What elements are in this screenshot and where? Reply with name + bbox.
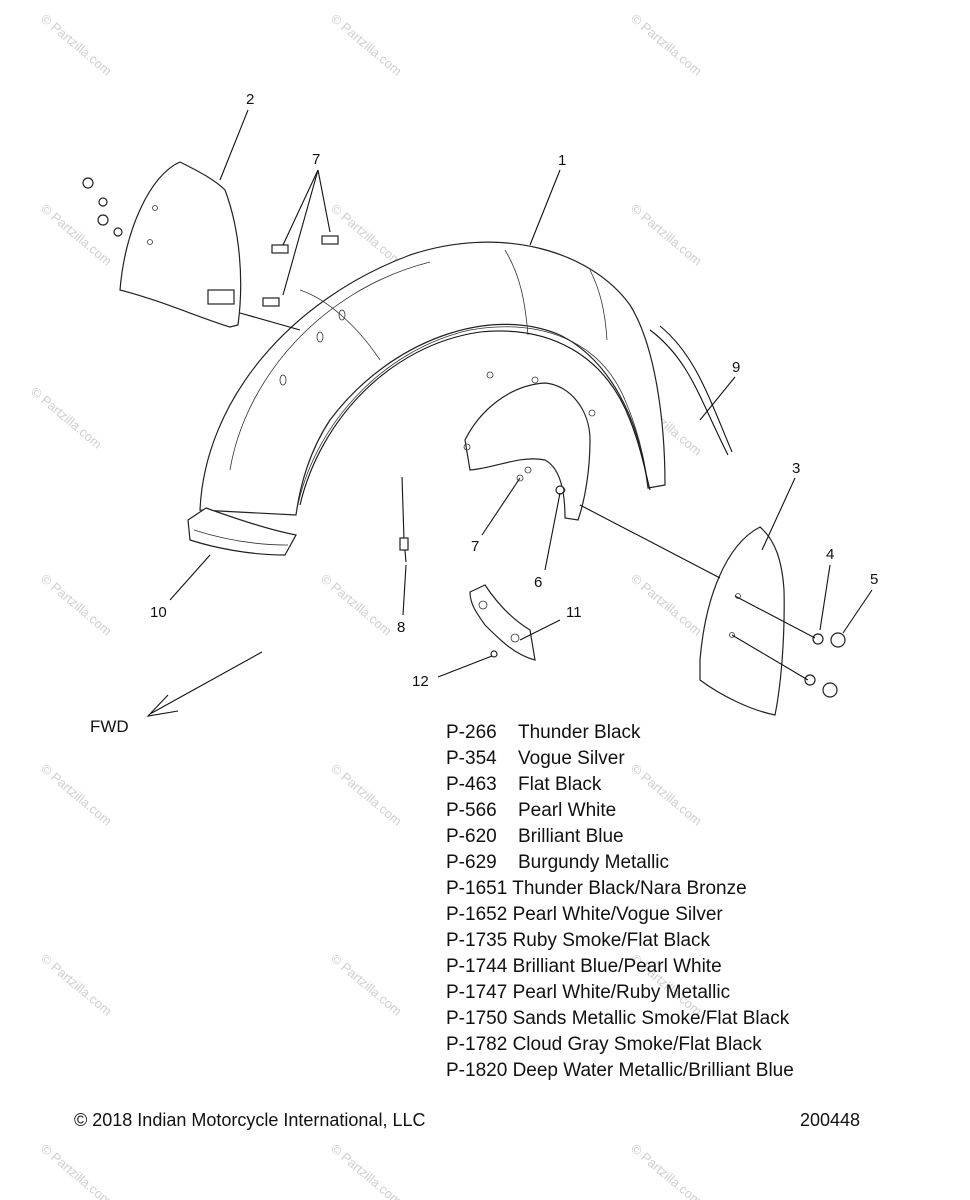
watermark: © Partzilla.com	[28, 384, 105, 452]
legend-row: P-620 Brilliant Blue	[446, 824, 886, 850]
callouts: 1 2 3 4 5 6 7 7 8 9 10 11 12	[150, 91, 878, 690]
fasteners	[82, 177, 846, 698]
cover-part-3	[699, 526, 785, 716]
callout-7-bottom: 7	[471, 538, 479, 555]
watermark: © Partzilla.com	[38, 1141, 115, 1200]
drawing-number: 200448	[800, 1110, 861, 1130]
legend-color-name: Pearl White/Vogue Silver	[512, 904, 723, 925]
callout-5: 5	[870, 571, 878, 588]
legend-code: P-1651	[446, 878, 508, 899]
legend-code: P-629	[446, 852, 497, 873]
wire-connector	[399, 537, 409, 551]
legend-row: P-1652 Pearl White/Vogue Silver	[446, 902, 886, 928]
legend-color-name: Flat Black	[518, 774, 602, 795]
watermark: © Partzilla.com	[328, 201, 405, 269]
legend-row: P-1735 Ruby Smoke/Flat Black	[446, 928, 886, 954]
legend-code: P-1782	[446, 1034, 508, 1055]
legend-color-name: Thunder Black	[518, 722, 641, 743]
legend-code: P-620	[446, 826, 497, 847]
legend-row: P-1744 Brilliant Blue/Pearl White	[446, 954, 886, 980]
callout-7-top: 7	[312, 151, 320, 168]
legend-color-name: Brilliant Blue	[518, 826, 624, 847]
legend-row: P-266 Thunder Black	[446, 720, 886, 746]
callout-1: 1	[558, 152, 566, 169]
callout-4: 4	[826, 546, 834, 563]
callout-10: 10	[150, 604, 167, 621]
legend-color-name: Thunder Black/Nara Bronze	[512, 878, 747, 899]
legend-color-name: Ruby Smoke/Flat Black	[512, 930, 711, 951]
legend-color-name: Cloud Gray Smoke/Flat Black	[512, 1034, 762, 1055]
legend-code: P-1735	[446, 930, 508, 951]
callout-8: 8	[397, 619, 405, 636]
watermark: © Partzilla.com	[38, 951, 115, 1019]
watermark: © Partzilla.com	[328, 761, 405, 829]
trim-strip-part-9	[649, 329, 729, 456]
legend-code: P-1750	[446, 1008, 508, 1029]
legend-row: P-1747 Pearl White/Ruby Metallic	[446, 980, 886, 1006]
watermark: © Partzilla.com	[328, 11, 405, 79]
legend-code: P-463	[446, 774, 497, 795]
callout-6: 6	[534, 574, 542, 591]
callout-11: 11	[566, 604, 582, 621]
watermark: © Partzilla.com	[628, 201, 705, 269]
legend-row: P-1820 Deep Water Metallic/Brilliant Blu…	[446, 1058, 886, 1084]
fender-part-1	[199, 241, 666, 516]
legend-row: P-354 Vogue Silver	[446, 746, 886, 772]
bracket-part-11	[469, 584, 536, 661]
watermark: © Partzilla.com	[328, 951, 405, 1019]
legend-code: P-1747	[446, 982, 508, 1003]
copyright-notice: © 2018 Indian Motorcycle International, …	[74, 1110, 426, 1130]
callout-3: 3	[792, 460, 800, 477]
color-legend: P-266 Thunder Black P-354 Vogue Silver P-4…	[446, 720, 886, 1084]
callout-12: 12	[412, 673, 429, 690]
watermark: © Partzilla.com	[628, 1141, 705, 1200]
watermark: © Partzilla.com	[628, 571, 705, 639]
watermark: © Partzilla.com	[328, 1141, 405, 1200]
legend-color-name: Brilliant Blue/Pearl White	[512, 956, 722, 977]
cover-part-2	[119, 161, 242, 328]
legend-row: P-1750 Sands Metallic Smoke/Flat Black	[446, 1006, 886, 1032]
legend-row: P-463 Flat Black	[446, 772, 886, 798]
legend-color-name: Deep Water Metallic/Brilliant Blue	[512, 1060, 794, 1081]
callout-2: 2	[246, 91, 254, 108]
legend-row: P-566 Pearl White	[446, 798, 886, 824]
watermark: © Partzilla.com	[38, 761, 115, 829]
fender-tip-part-10	[187, 507, 297, 556]
legend-color-name: Pearl White/Ruby Metallic	[512, 982, 731, 1003]
fender-inner-bracket	[463, 371, 596, 521]
legend-color-name: Sands Metallic Smoke/Flat Black	[512, 1008, 790, 1029]
legend-row: P-629 Burgundy Metallic	[446, 850, 886, 876]
legend-row: P-1651 Thunder Black/Nara Bronze	[446, 876, 886, 902]
legend-code: P-266	[446, 722, 497, 743]
legend-code: P-354	[446, 748, 497, 769]
legend-code: P-566	[446, 800, 497, 821]
legend-code: P-1652	[446, 904, 508, 925]
watermark: © Partzilla.com	[38, 571, 115, 639]
leader-lines	[169, 109, 873, 681]
watermark: © Partzilla.com	[318, 571, 395, 639]
callout-9: 9	[732, 359, 740, 376]
trim-strip-part-9-edge	[659, 325, 733, 453]
legend-color-name: Pearl White	[518, 800, 617, 821]
legend-color-name: Vogue Silver	[518, 748, 625, 769]
watermark: © Partzilla.com	[628, 11, 705, 79]
watermark: © Partzilla.com	[38, 201, 115, 269]
legend-row: P-1782 Cloud Gray Smoke/Flat Black	[446, 1032, 886, 1058]
forward-arrow	[146, 651, 263, 717]
legend-code: P-1744	[446, 956, 508, 977]
legend-color-name: Burgundy Metallic	[518, 852, 670, 873]
fwd-label: FWD	[90, 717, 129, 736]
watermark: © Partzilla.com	[38, 11, 115, 79]
legend-code: P-1820	[446, 1060, 508, 1081]
